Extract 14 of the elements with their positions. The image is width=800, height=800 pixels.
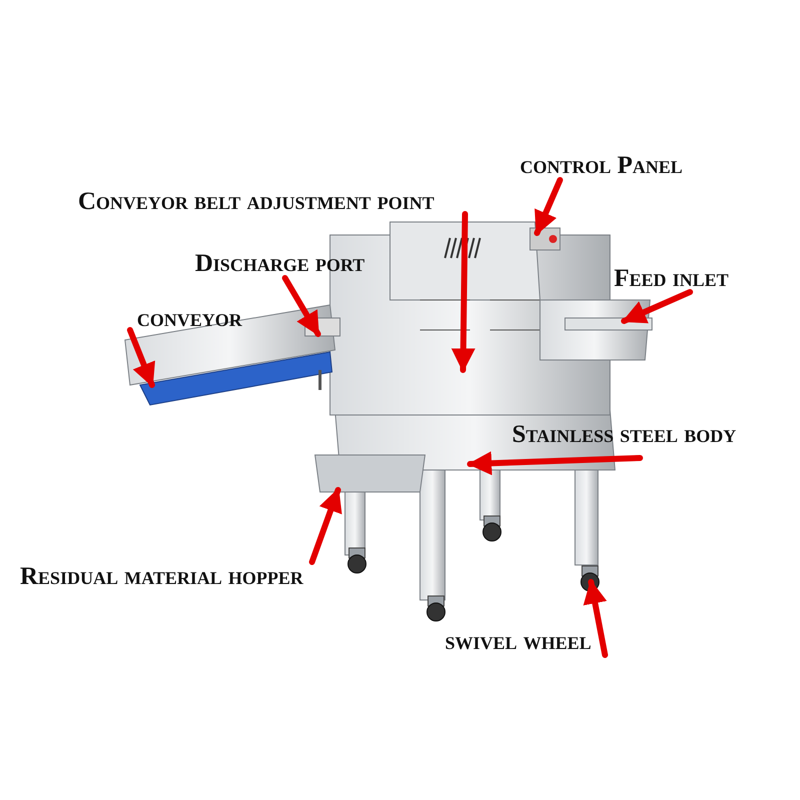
part-label: Residual material hopper bbox=[20, 564, 304, 589]
part-label: Stainless steel body bbox=[512, 422, 736, 447]
arrow bbox=[534, 177, 563, 236]
part-label: conveyor bbox=[137, 306, 242, 331]
part-label: Discharge port bbox=[195, 251, 365, 276]
arrow bbox=[583, 579, 608, 658]
part-label: control Panel bbox=[520, 153, 683, 178]
arrow bbox=[451, 211, 476, 373]
arrow bbox=[309, 487, 342, 565]
part-label: Conveyor belt adjustment point bbox=[78, 189, 434, 214]
part-label: Feed inlet bbox=[614, 266, 729, 291]
part-label: swivel wheel bbox=[445, 629, 592, 654]
arrow bbox=[621, 289, 693, 324]
arrow bbox=[282, 275, 321, 337]
